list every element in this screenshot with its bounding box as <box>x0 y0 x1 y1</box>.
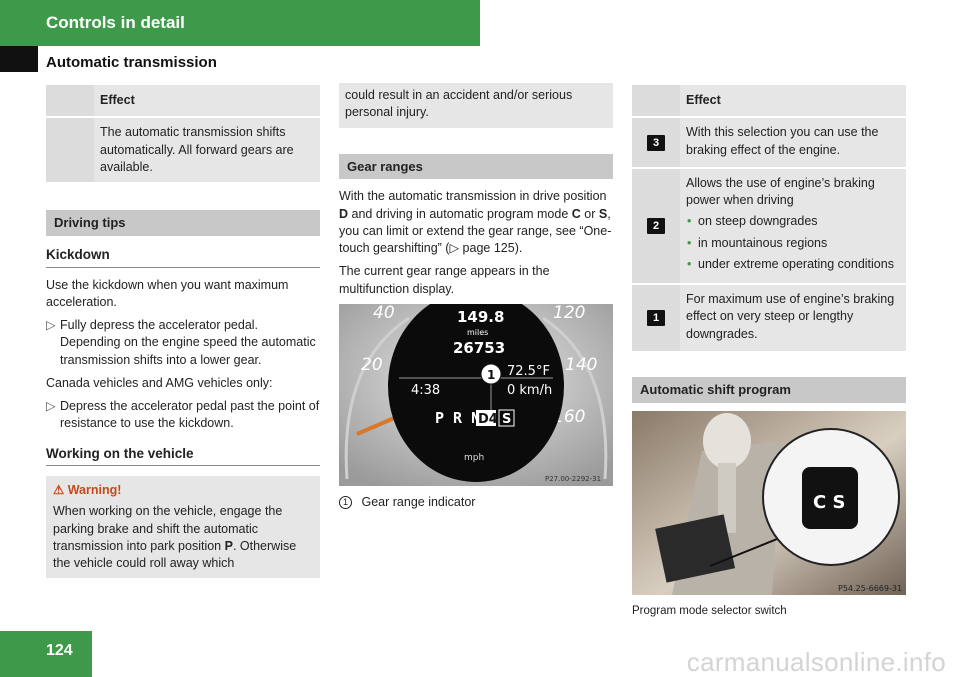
temperature-value: 72.5°F <box>507 364 550 379</box>
effect-table-key-header <box>46 85 94 117</box>
cluster-unit-label: mph <box>464 453 484 463</box>
driving-tips-heading: Driving tips <box>46 210 320 236</box>
gear-key-cell-3: 3 <box>632 118 680 167</box>
gear-2-cell: Allows the use of engine’s braking power… <box>680 168 906 283</box>
cluster-caption-text: Gear range indicator <box>361 494 476 509</box>
effect-table-header: Effect <box>680 85 906 117</box>
circle-number-icon: 1 <box>339 495 352 509</box>
instrument-cluster-image: 40 120 20 140 160 149.8 miles 26753 1 72… <box>339 303 613 486</box>
gauge-label-40: 40 <box>373 304 395 323</box>
warning-text: When working on the vehicle, engage the … <box>53 504 297 571</box>
working-on-vehicle-heading: Working on the vehicle <box>46 445 320 467</box>
step-text: Depress the accelerator pedal past the p… <box>60 399 320 431</box>
gear-2-bullet: •under extreme operating conditions <box>686 256 900 273</box>
gauge-label-160: 160 <box>553 407 585 427</box>
callout-1-icon <box>480 363 502 385</box>
gauge-label-120: 120 <box>553 304 585 323</box>
gear-2-bullet: •on steep downgrades <box>686 213 900 230</box>
kickdown-heading: Kickdown <box>46 246 320 268</box>
column-left: Effect The automatic transmission shifts… <box>46 83 320 579</box>
watermark: carmanualsonline.info <box>686 647 946 677</box>
selector-photo-caption: Program mode selector switch <box>632 604 787 617</box>
kickdown-intro: Use the kickdown when you want maximum a… <box>46 277 289 309</box>
warning-title-row: ⚠︎ Warning! <box>53 482 313 499</box>
gear-ranges-paragraph: With the automatic transmission in drive… <box>339 189 612 256</box>
gear-2-key-icon: 2 <box>647 218 665 235</box>
program-indicator: S <box>502 412 511 427</box>
gear-2-text: Allows the use of engine’s braking power… <box>686 175 875 207</box>
trip-unit: miles <box>467 328 488 337</box>
multifunction-display <box>388 303 564 482</box>
current-speed-value: 0 km/h <box>507 383 552 398</box>
effect-table-gears: Effect 3 With this selection you can use… <box>632 83 906 353</box>
gear-1-key-icon: 1 <box>647 310 665 327</box>
photo-ref: P54.25-6669-31 <box>838 584 902 593</box>
warning-box: ⚠︎ Warning! When working on the vehicle,… <box>46 476 320 579</box>
gear-3-text: With this selection you can use the brak… <box>680 118 906 167</box>
program-mode-button-icon <box>802 466 858 529</box>
page-number-box <box>0 631 92 677</box>
program-mode-button-label: C S <box>813 492 845 513</box>
section-title: Controls in detail <box>46 13 185 32</box>
gear-ranges-heading: Gear ranges <box>339 153 613 180</box>
gear-lever-knob <box>703 412 751 469</box>
gear-key-cell-1: 1 <box>632 285 680 351</box>
gear-3-key-icon: 3 <box>647 134 665 151</box>
warning-continuation: could result in an accident and/or serio… <box>339 83 613 128</box>
current-gear-indicator: D4 <box>478 412 498 427</box>
speedometer-needle <box>356 414 400 436</box>
warning-triangle-icon: ⚠︎ <box>53 483 65 498</box>
cluster-image-ref: P27.00-2292-31 <box>545 475 601 483</box>
selector-switch-photo: C S P54.25-6669-31 <box>632 410 906 595</box>
clock-value: 4:38 <box>411 383 440 398</box>
column-middle: could result in an accident and/or serio… <box>339 83 613 511</box>
gear-sequence: P R N <box>435 409 480 427</box>
canada-note: Canada vehicles and AMG vehicles only: <box>46 375 273 390</box>
subsection-title: Automatic transmission <box>46 54 217 71</box>
cluster-caption: 1 Gear range indicator <box>339 494 613 511</box>
effect-table-text: The automatic transmission shifts automa… <box>94 118 320 182</box>
trip-value: 149.8 <box>457 308 504 326</box>
step-text: Fully depress the accelerator pedal. Dep… <box>60 318 316 367</box>
warning-title: Warning! <box>67 483 122 498</box>
gauge-label-140: 140 <box>565 355 597 375</box>
effect-table-header: Effect <box>94 85 320 117</box>
column-right: Effect 3 With this selection you can use… <box>632 83 906 620</box>
bullet-dot-icon: • <box>687 256 692 271</box>
odometer-value: 26753 <box>453 339 505 357</box>
step-arrow-icon: ▷ <box>46 399 56 414</box>
step-arrow-icon: ▷ <box>46 318 56 333</box>
page-number: 124 <box>46 642 73 659</box>
bullet-dot-icon: • <box>687 214 692 229</box>
automatic-shift-program-heading: Automatic shift program <box>632 376 906 403</box>
effect-table-key-cell <box>46 118 94 182</box>
gear-1-text: For maximum use of engine’s braking effe… <box>680 285 906 351</box>
kickdown-step-2: ▷ Depress the accelerator pedal past the… <box>46 398 320 433</box>
multifunction-paragraph: The current gear range appears in the mu… <box>339 264 550 296</box>
effect-table-key-header <box>632 85 680 117</box>
bullet-dot-icon: • <box>687 235 692 250</box>
gear-key-cell-2: 2 <box>632 168 680 283</box>
gauge-label-20: 20 <box>361 355 383 375</box>
header-bar <box>0 0 480 46</box>
effect-table-drive: Effect The automatic transmission shifts… <box>46 83 320 184</box>
gear-2-bullet: •in mountainous regions <box>686 235 900 252</box>
kickdown-step-1: ▷ Fully depress the accelerator pedal. D… <box>46 317 320 369</box>
header-tab-marker <box>0 46 38 72</box>
callout-1-label: 1 <box>487 368 495 382</box>
